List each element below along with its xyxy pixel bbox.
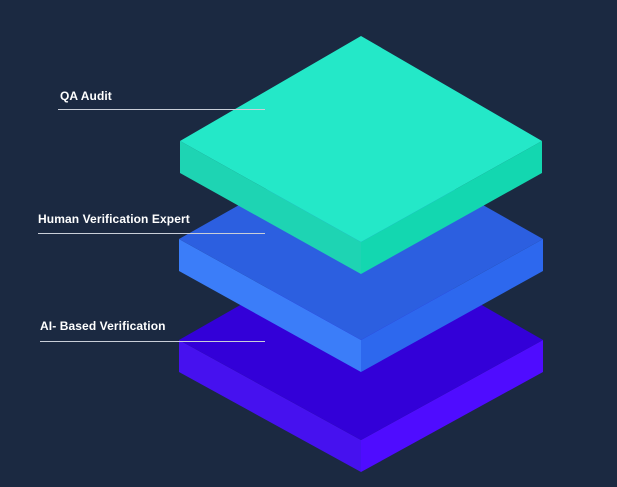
leader-line-qa-audit: [58, 109, 265, 110]
layer-qa-audit-right-face: [361, 141, 542, 274]
label-human-verification: Human Verification Expert: [38, 212, 190, 226]
label-ai-verification: AI- Based Verification: [40, 319, 166, 333]
layer-ai-verification-left-face: [179, 340, 361, 472]
layer-human-verification-left-face: [179, 239, 361, 372]
layer-human-verification-right-face: [361, 239, 543, 372]
leader-line-ai-verification: [40, 341, 265, 342]
layer-ai-verification-right-face: [361, 340, 543, 472]
layer-qa-audit-left-face: [180, 141, 361, 274]
label-qa-audit: QA Audit: [60, 89, 112, 103]
layer-qa-audit-top-face: [180, 36, 542, 242]
leader-line-human-verification: [38, 233, 265, 234]
layer-qa-audit: [180, 36, 542, 274]
